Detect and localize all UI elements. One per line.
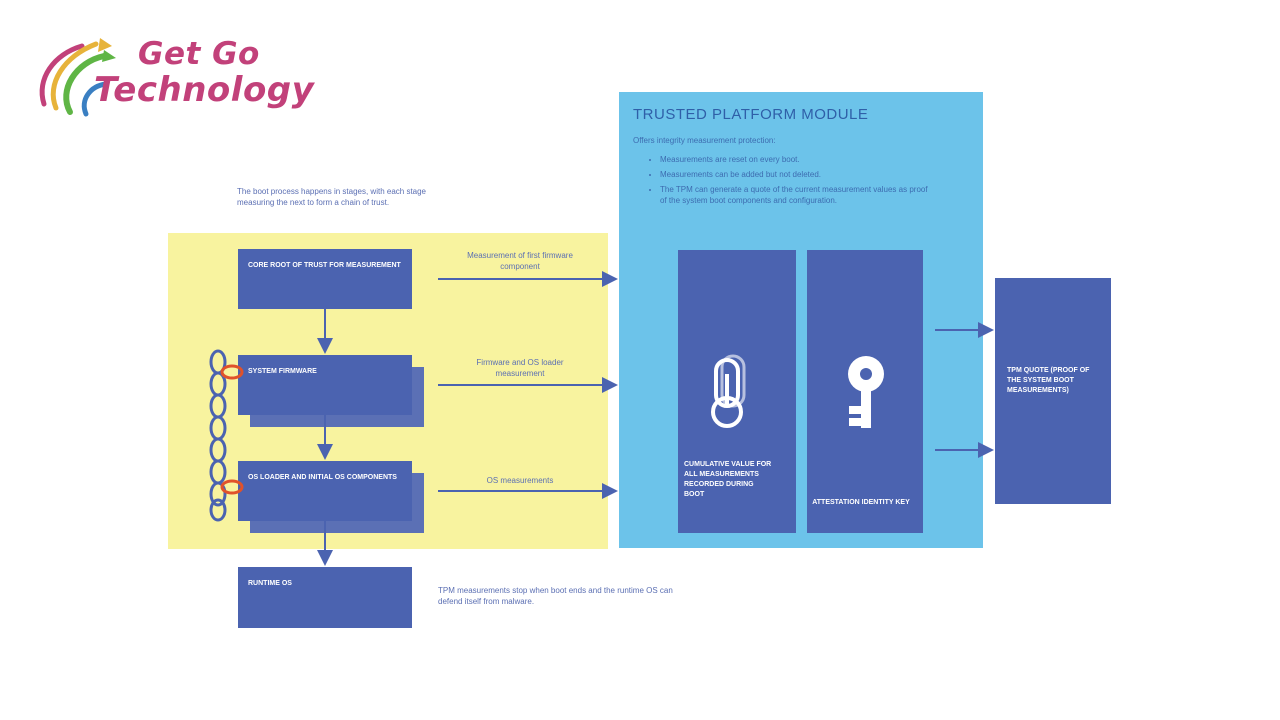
tpm-quote-box: TPM quote (proof of the system boot meas…: [995, 278, 1111, 504]
stage-label: System firmware: [248, 368, 317, 375]
panel-attestation-key: Attestation identity key: [807, 250, 923, 533]
arrow-label-first-firmware: Measurement of first firmware component: [467, 251, 573, 271]
tpm-title: TRUSTED PLATFORM MODULE: [633, 106, 869, 123]
stage-os-loader: OS loader and initial OS components: [238, 461, 412, 521]
bottom-note: TPM measurements stop when boot ends and…: [438, 586, 673, 606]
logo-text-line1: Get Go: [138, 36, 260, 72]
panel-aik-label: Attestation identity key: [812, 499, 910, 506]
stage-system-firmware: System firmware: [238, 355, 412, 415]
tpm-bullet: Measurements can be added but not delete…: [660, 169, 930, 180]
company-logo: Get Go Technology: [34, 34, 334, 124]
panel-pcr-label: Cumulative value for all measurements re…: [684, 461, 772, 498]
logo-swoosh-icon: [39, 38, 116, 117]
panel-cumulative-measurements: Cumulative value for all measurements re…: [678, 250, 796, 533]
tpm-bullet: The TPM can generate a quote of the curr…: [660, 184, 930, 206]
chain-icon: [209, 349, 227, 522]
quote-label: TPM quote (proof of the system boot meas…: [1007, 367, 1090, 394]
key-icon: [848, 356, 884, 428]
tpm-subtitle: Offers integrity measurement protection:: [633, 136, 776, 145]
stage-runtime-os: Runtime OS: [238, 567, 412, 628]
stage-label: Core root of trust for measurement: [248, 262, 401, 269]
arrow-label-os-measurements: OS measurements: [486, 476, 554, 485]
arrow-label-os-loader: Firmware and OS loader measurement: [476, 358, 564, 378]
stage-label: OS loader and initial OS components: [248, 474, 397, 481]
intro-text: The boot process happens in stages, with…: [237, 187, 427, 207]
chain-link-highlight-icon: [220, 364, 244, 495]
tpm-bullet-list: Measurements are reset on every boot. Me…: [648, 150, 930, 206]
stage-label: Runtime OS: [248, 580, 292, 587]
stage-core-root-of-trust: Core root of trust for measurement: [238, 249, 412, 309]
logo-text-line2: Technology: [94, 70, 315, 110]
thermometer-icon: [711, 354, 746, 428]
tpm-bullet: Measurements are reset on every boot.: [660, 154, 930, 165]
